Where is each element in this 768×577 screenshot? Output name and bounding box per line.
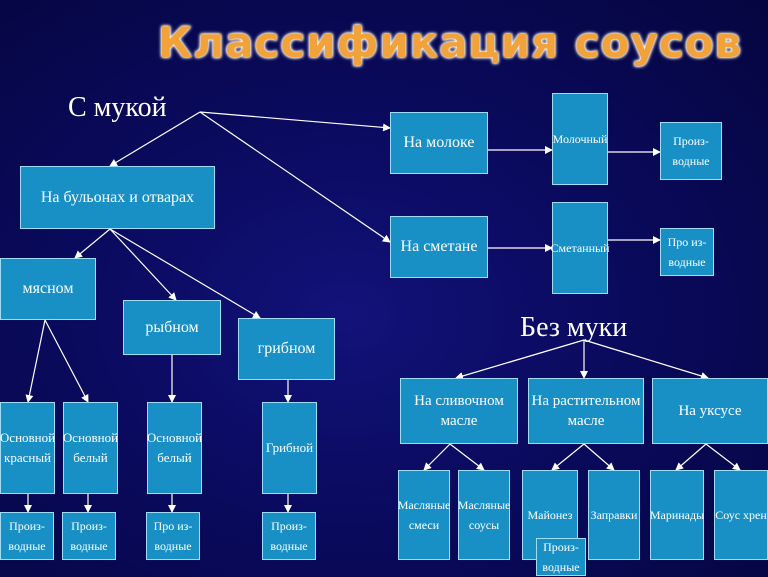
edge-noflour-to-cream [455,339,585,380]
edge-meat-to-white [44,319,89,403]
node-na-moloke: На молоке [390,112,488,174]
node-sous-hren: Соус хрен [714,470,768,560]
edge-meat-to-red [25,319,46,403]
node-na-slivochnom: На сливочном масле [400,378,518,444]
edge-bulon-to-mush [109,228,261,319]
node-zapravki: Заправки [588,470,640,560]
node-maslyanye-sousy: Масляные соусы [458,470,510,560]
node-myasnom: мясном [0,258,96,320]
node-gribnoy: Грибной [262,402,317,494]
edge-bulon-to-meat [74,228,111,259]
node-proizvodnye-red: Произ-водные [0,512,54,560]
heading-with-flour: С мукой [68,92,167,123]
edge-vinegar-to-horseradish [705,443,741,471]
node-proizvodnye-white-fish: Про из-водные [146,512,200,560]
edge-flour-to-sour [199,111,391,243]
node-marinady: Маринады [650,470,704,560]
edge-flour-to-bulon [109,111,201,167]
edge-noflour-to-vinegar [583,339,709,380]
node-molochny: Молочный [552,93,608,185]
node-gribnom: грибном [238,318,335,380]
node-proizvodnye-milk: Произ-водные [660,122,722,180]
edge-cream-to-sauces [449,443,485,471]
node-proizvodnye-sour: Про из-водные [660,228,714,276]
node-na-bulonah: На бульонах и отварах [20,166,215,229]
edge-bulon-to-fish [109,228,177,301]
node-rybnom: рыбном [123,300,221,355]
node-osnovnoy-bely-meat: Основной белый [63,402,118,494]
edge-cream-to-mixes [423,443,451,471]
edge-vinegar-to-marinades [675,443,707,471]
node-smetanny: Сметанный [551,202,609,294]
edge-veg-to-mayo [551,443,585,471]
node-na-uksuse: На уксусе [652,378,768,444]
node-na-rastitelnom: На растительном масле [528,378,644,444]
edge-veg-to-dressing [583,443,615,471]
edge-flour-to-milk [199,111,391,132]
node-na-smetane: На сметане [390,216,488,278]
page-title: Классификация соусов [158,18,743,67]
node-proizvodnye-white-meat: Произ-водные [62,512,116,560]
node-proizvodnye-mayo: Произ-водные [536,538,586,576]
node-maslyanye-smesi: Масляные смеси [398,470,450,560]
heading-without-flour: Без муки [520,312,628,343]
node-osnovnoy-krasny: Основной красный [0,402,55,494]
node-proizvodnye-gribnoy: Произ-водные [262,512,316,560]
node-osnovnoy-bely-fish: Основной белый [147,402,202,494]
